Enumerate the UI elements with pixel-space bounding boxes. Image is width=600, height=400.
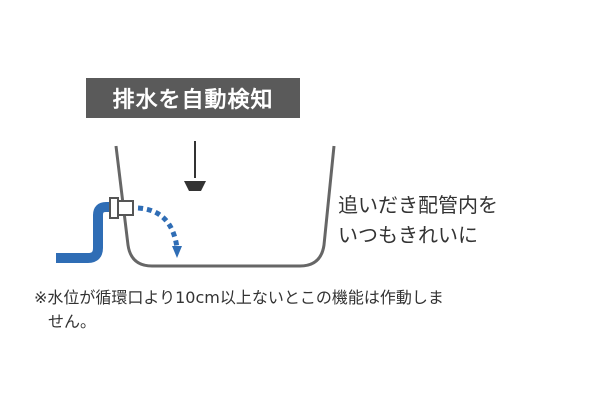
water-level-sensor-icon (184, 141, 206, 191)
footnote-line-1: ※水位が循環口より10cm以上ないとこの機能は作動しま (34, 288, 444, 307)
feature-caption: 追いだき配管内を いつもきれいに (338, 190, 568, 250)
footnote-line-2: せん。 (48, 312, 97, 331)
title-text: 排水を自動検知 (112, 88, 274, 113)
title-label: 排水を自動検知 (86, 78, 300, 118)
water-flow-arrow-icon (137, 205, 182, 258)
circulation-pipe-icon (56, 197, 134, 263)
feature-caption-line-2: いつもきれいに (338, 223, 478, 247)
bathtub-outline (114, 145, 336, 268)
footnote: ※水位が循環口より10cm以上ないとこの機能は作動しま せん。 (34, 286, 574, 334)
feature-caption-line-1: 追いだき配管内を (338, 193, 498, 217)
